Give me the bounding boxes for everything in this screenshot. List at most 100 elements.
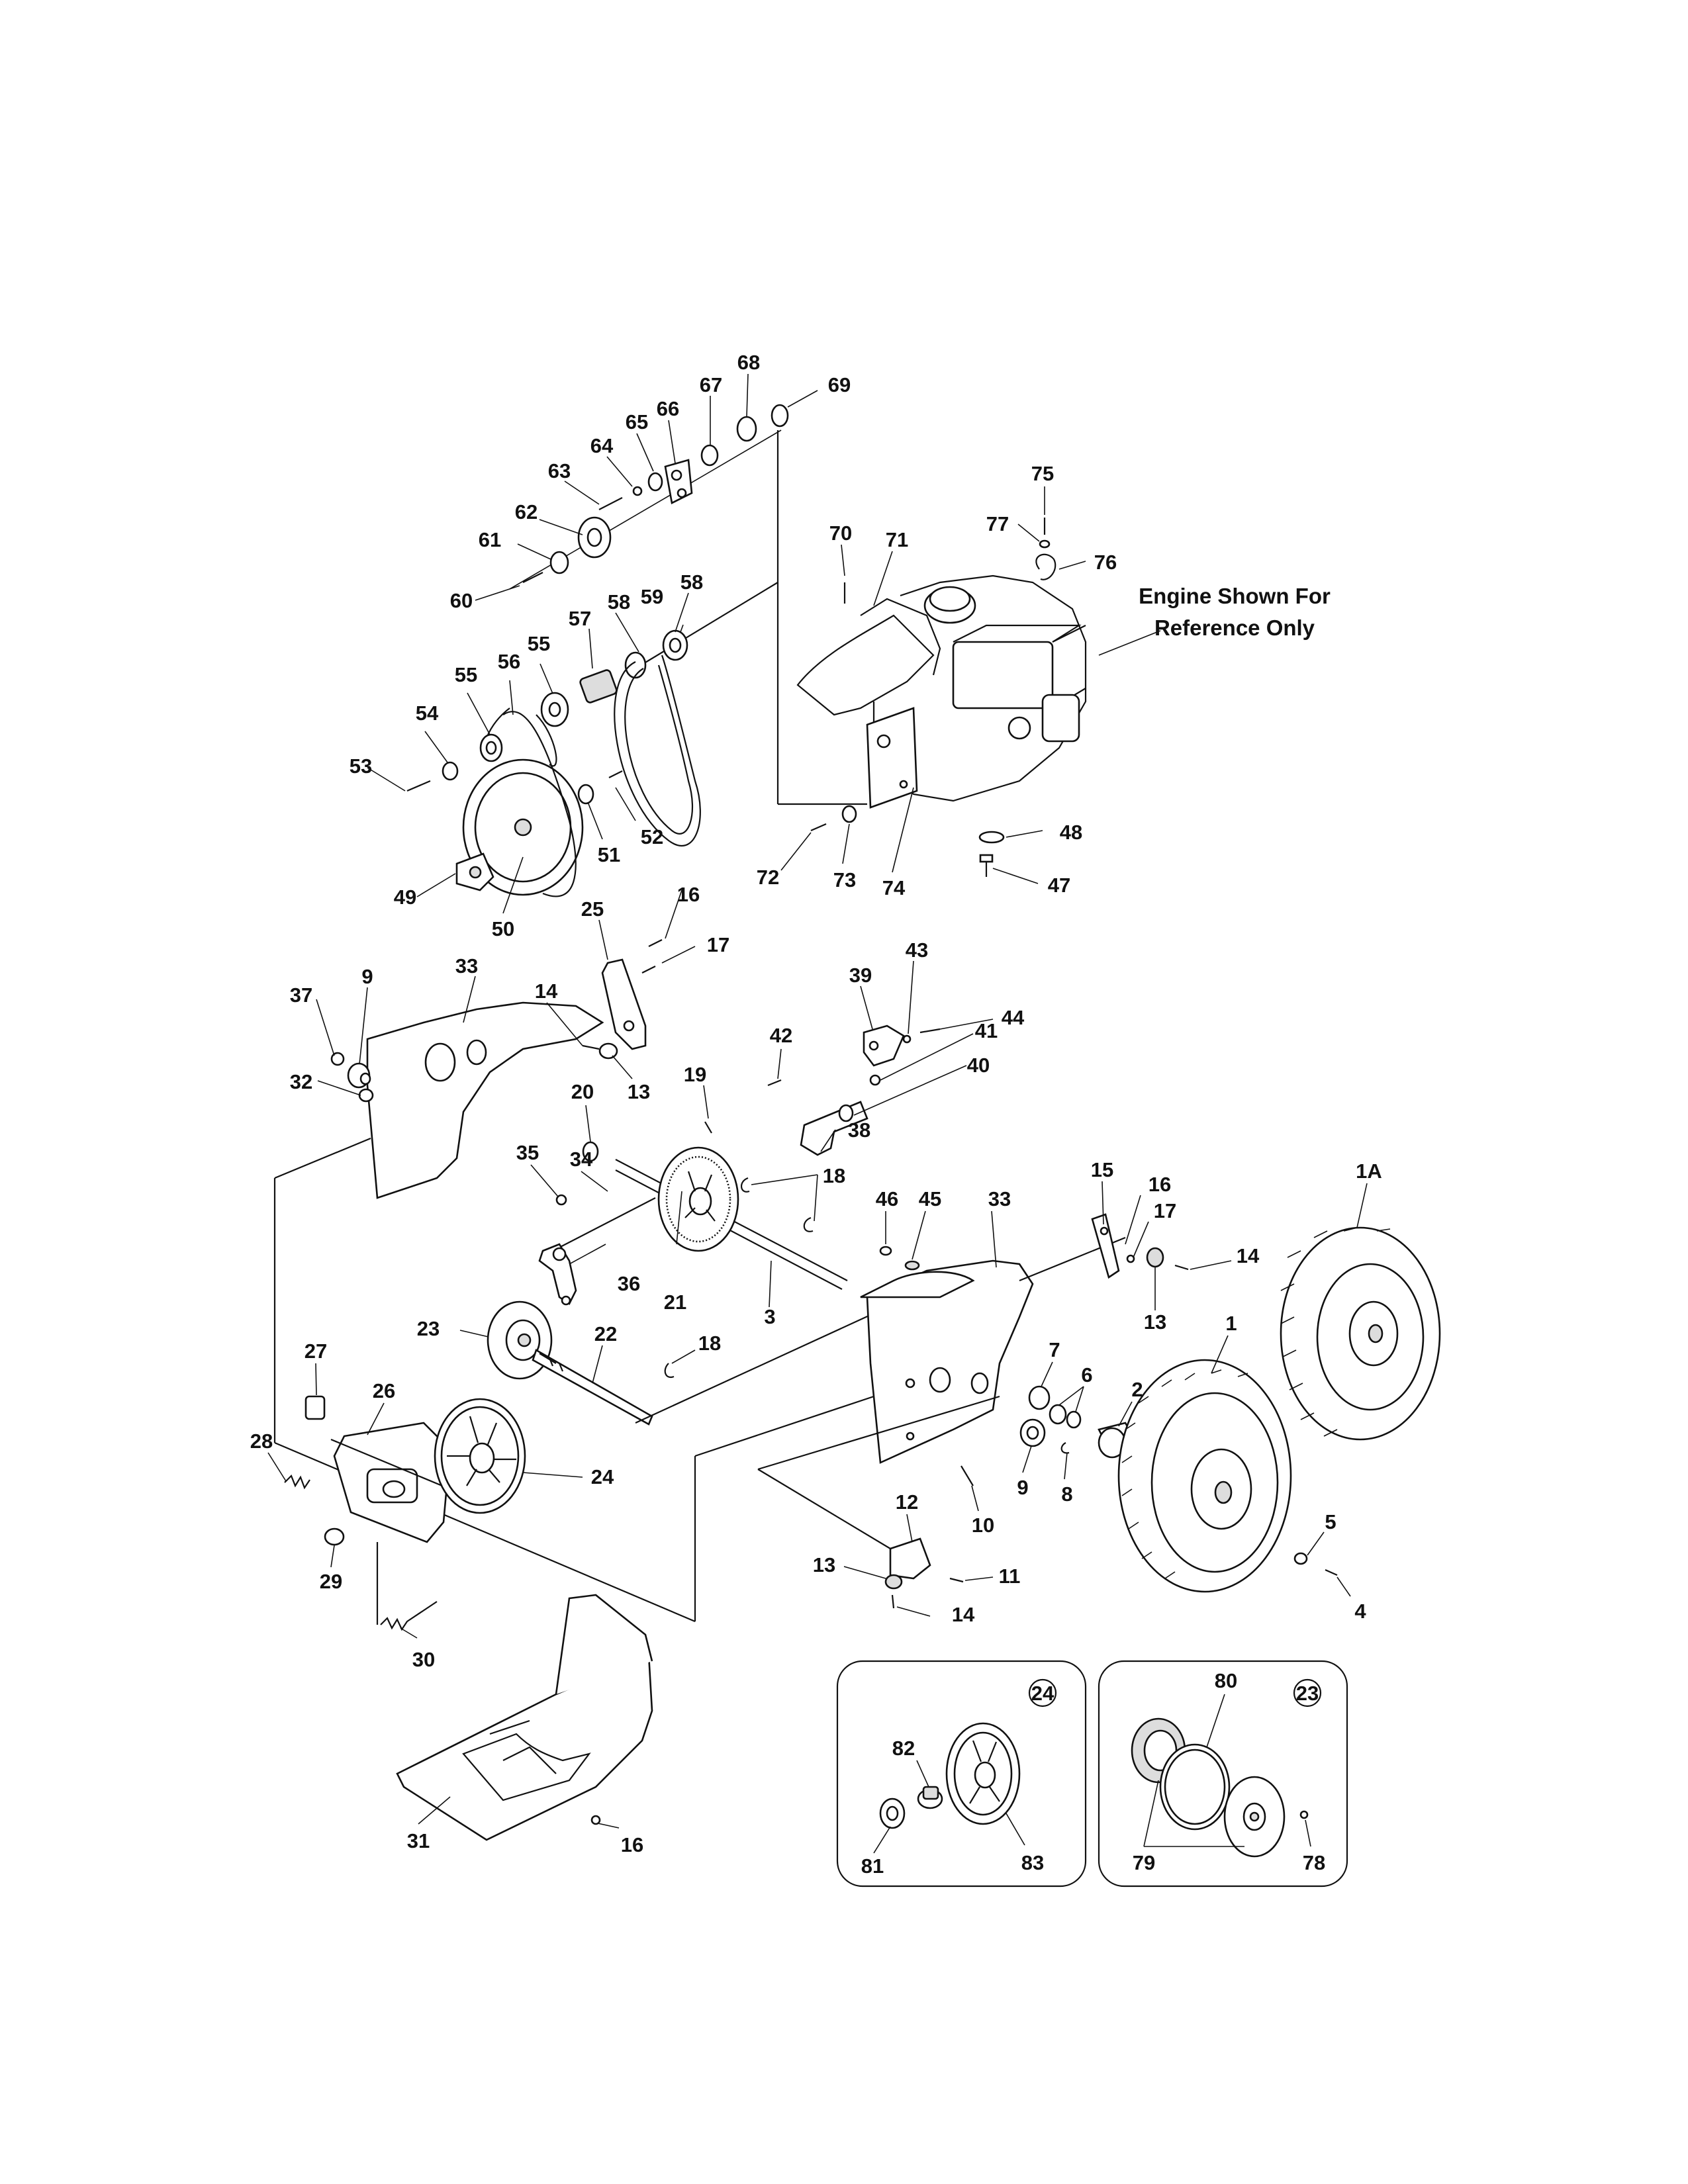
callout-17-b: 17	[1154, 1199, 1176, 1222]
callout-42: 42	[770, 1024, 792, 1047]
callout-54: 54	[416, 702, 439, 725]
engine-note-line2: Reference Only	[1154, 615, 1315, 640]
callout-59: 59	[641, 585, 663, 608]
callout-34: 34	[570, 1148, 593, 1171]
inset-24: 24	[836, 1660, 1087, 1888]
shift-bracket-38-39	[767, 1024, 941, 1156]
callout-2: 2	[1131, 1378, 1143, 1401]
callout-9-b: 9	[1017, 1476, 1028, 1499]
callout-13-c: 13	[813, 1553, 835, 1576]
callout-7: 7	[1049, 1338, 1060, 1361]
belt-idler-assembly	[406, 629, 701, 897]
callout-70: 70	[829, 522, 852, 545]
callout-36: 36	[618, 1272, 640, 1295]
callout-4: 4	[1354, 1600, 1366, 1623]
callout-15: 15	[1091, 1158, 1113, 1181]
gear-shaft-assembly	[582, 1121, 848, 1290]
callout-43: 43	[906, 938, 928, 962]
callout-30: 30	[412, 1648, 435, 1671]
callout-61: 61	[479, 528, 501, 551]
callout-39: 39	[849, 964, 872, 987]
callout-8: 8	[1061, 1482, 1072, 1506]
callout-24: 24	[591, 1465, 614, 1488]
callout-48: 48	[1060, 821, 1082, 844]
callout-37: 37	[290, 983, 312, 1007]
callout-76: 76	[1094, 551, 1117, 574]
shift-arm-34-36	[538, 1194, 656, 1306]
callout-67: 67	[700, 373, 722, 396]
callout-55-b: 55	[455, 663, 477, 686]
callout-72: 72	[757, 866, 779, 889]
callout-40: 40	[967, 1054, 990, 1077]
leader-lines	[267, 373, 1368, 1829]
inset-23: 23	[1098, 1660, 1348, 1888]
callout-13-a: 13	[628, 1080, 650, 1103]
callout-58-a: 58	[608, 590, 630, 614]
callout-46: 46	[876, 1187, 898, 1210]
right-frame-plate	[757, 1236, 1126, 1549]
callout-numbers: 68 69 67 66 65 64 63 62 61 60 70 71 75 7…	[250, 351, 1382, 1878]
callout-79: 79	[1133, 1851, 1155, 1874]
callout-63: 63	[548, 459, 571, 482]
friction-plate-26	[274, 1395, 874, 1631]
callout-73: 73	[833, 868, 856, 891]
left-frame-plate	[273, 1001, 604, 1443]
callout-16-a: 16	[677, 883, 700, 906]
callout-5: 5	[1325, 1510, 1336, 1533]
callout-23: 23	[417, 1317, 440, 1340]
callout-56: 56	[498, 650, 520, 673]
callout-75: 75	[1031, 462, 1054, 485]
callout-77: 77	[986, 512, 1009, 535]
pulley-23-shaft-22	[487, 1300, 882, 1426]
callout-52: 52	[641, 825, 663, 848]
callout-65: 65	[626, 410, 648, 433]
callout-28: 28	[250, 1430, 273, 1453]
callout-20: 20	[571, 1080, 594, 1103]
callout-44: 44	[1002, 1006, 1025, 1029]
callout-35: 35	[516, 1141, 539, 1164]
bottom-cover-31	[396, 1594, 653, 1841]
callout-21: 21	[664, 1291, 686, 1314]
drive-wheel-24	[434, 1398, 526, 1514]
callout-25: 25	[581, 897, 604, 921]
callout-81: 81	[861, 1854, 884, 1878]
callout-53: 53	[350, 754, 372, 778]
callout-17-a: 17	[707, 933, 729, 956]
callout-58-b: 58	[680, 570, 703, 594]
wheel-1	[1117, 1359, 1338, 1593]
callout-29: 29	[320, 1570, 342, 1593]
engine-note: Engine Shown For Reference Only	[1139, 584, 1331, 640]
callout-32: 32	[290, 1070, 312, 1093]
bracket-25	[582, 939, 663, 1060]
callout-9-a: 9	[361, 965, 373, 988]
callout-16-b: 16	[1149, 1173, 1171, 1196]
callout-74: 74	[882, 876, 906, 899]
callout-6: 6	[1081, 1363, 1092, 1387]
callout-71: 71	[886, 528, 908, 551]
callout-14-b: 14	[1237, 1244, 1260, 1267]
callout-3: 3	[764, 1305, 775, 1328]
callout-60: 60	[450, 589, 473, 612]
upper-drive-assembly	[509, 404, 867, 805]
callout-27: 27	[305, 1340, 327, 1363]
callout-50: 50	[492, 917, 514, 940]
engine	[796, 518, 1087, 877]
callout-18-b: 18	[698, 1332, 721, 1355]
callout-16-c: 16	[621, 1833, 643, 1856]
callout-10: 10	[972, 1514, 994, 1537]
callout-66: 66	[657, 397, 679, 420]
inset-24-badge: 24	[1031, 1682, 1055, 1705]
engine-note-line1: Engine Shown For	[1139, 584, 1331, 608]
callout-18-a: 18	[823, 1164, 845, 1187]
callout-49: 49	[394, 886, 416, 909]
callout-22: 22	[594, 1322, 617, 1345]
callout-19: 19	[684, 1063, 706, 1086]
inset-23-badge: 23	[1296, 1682, 1319, 1705]
callout-83: 83	[1021, 1851, 1044, 1874]
callout-78: 78	[1303, 1851, 1325, 1874]
callout-47: 47	[1048, 874, 1070, 897]
callout-62: 62	[515, 500, 538, 523]
callout-82: 82	[892, 1737, 915, 1760]
callout-14-c: 14	[952, 1603, 975, 1626]
callout-14-a: 14	[535, 979, 558, 1003]
